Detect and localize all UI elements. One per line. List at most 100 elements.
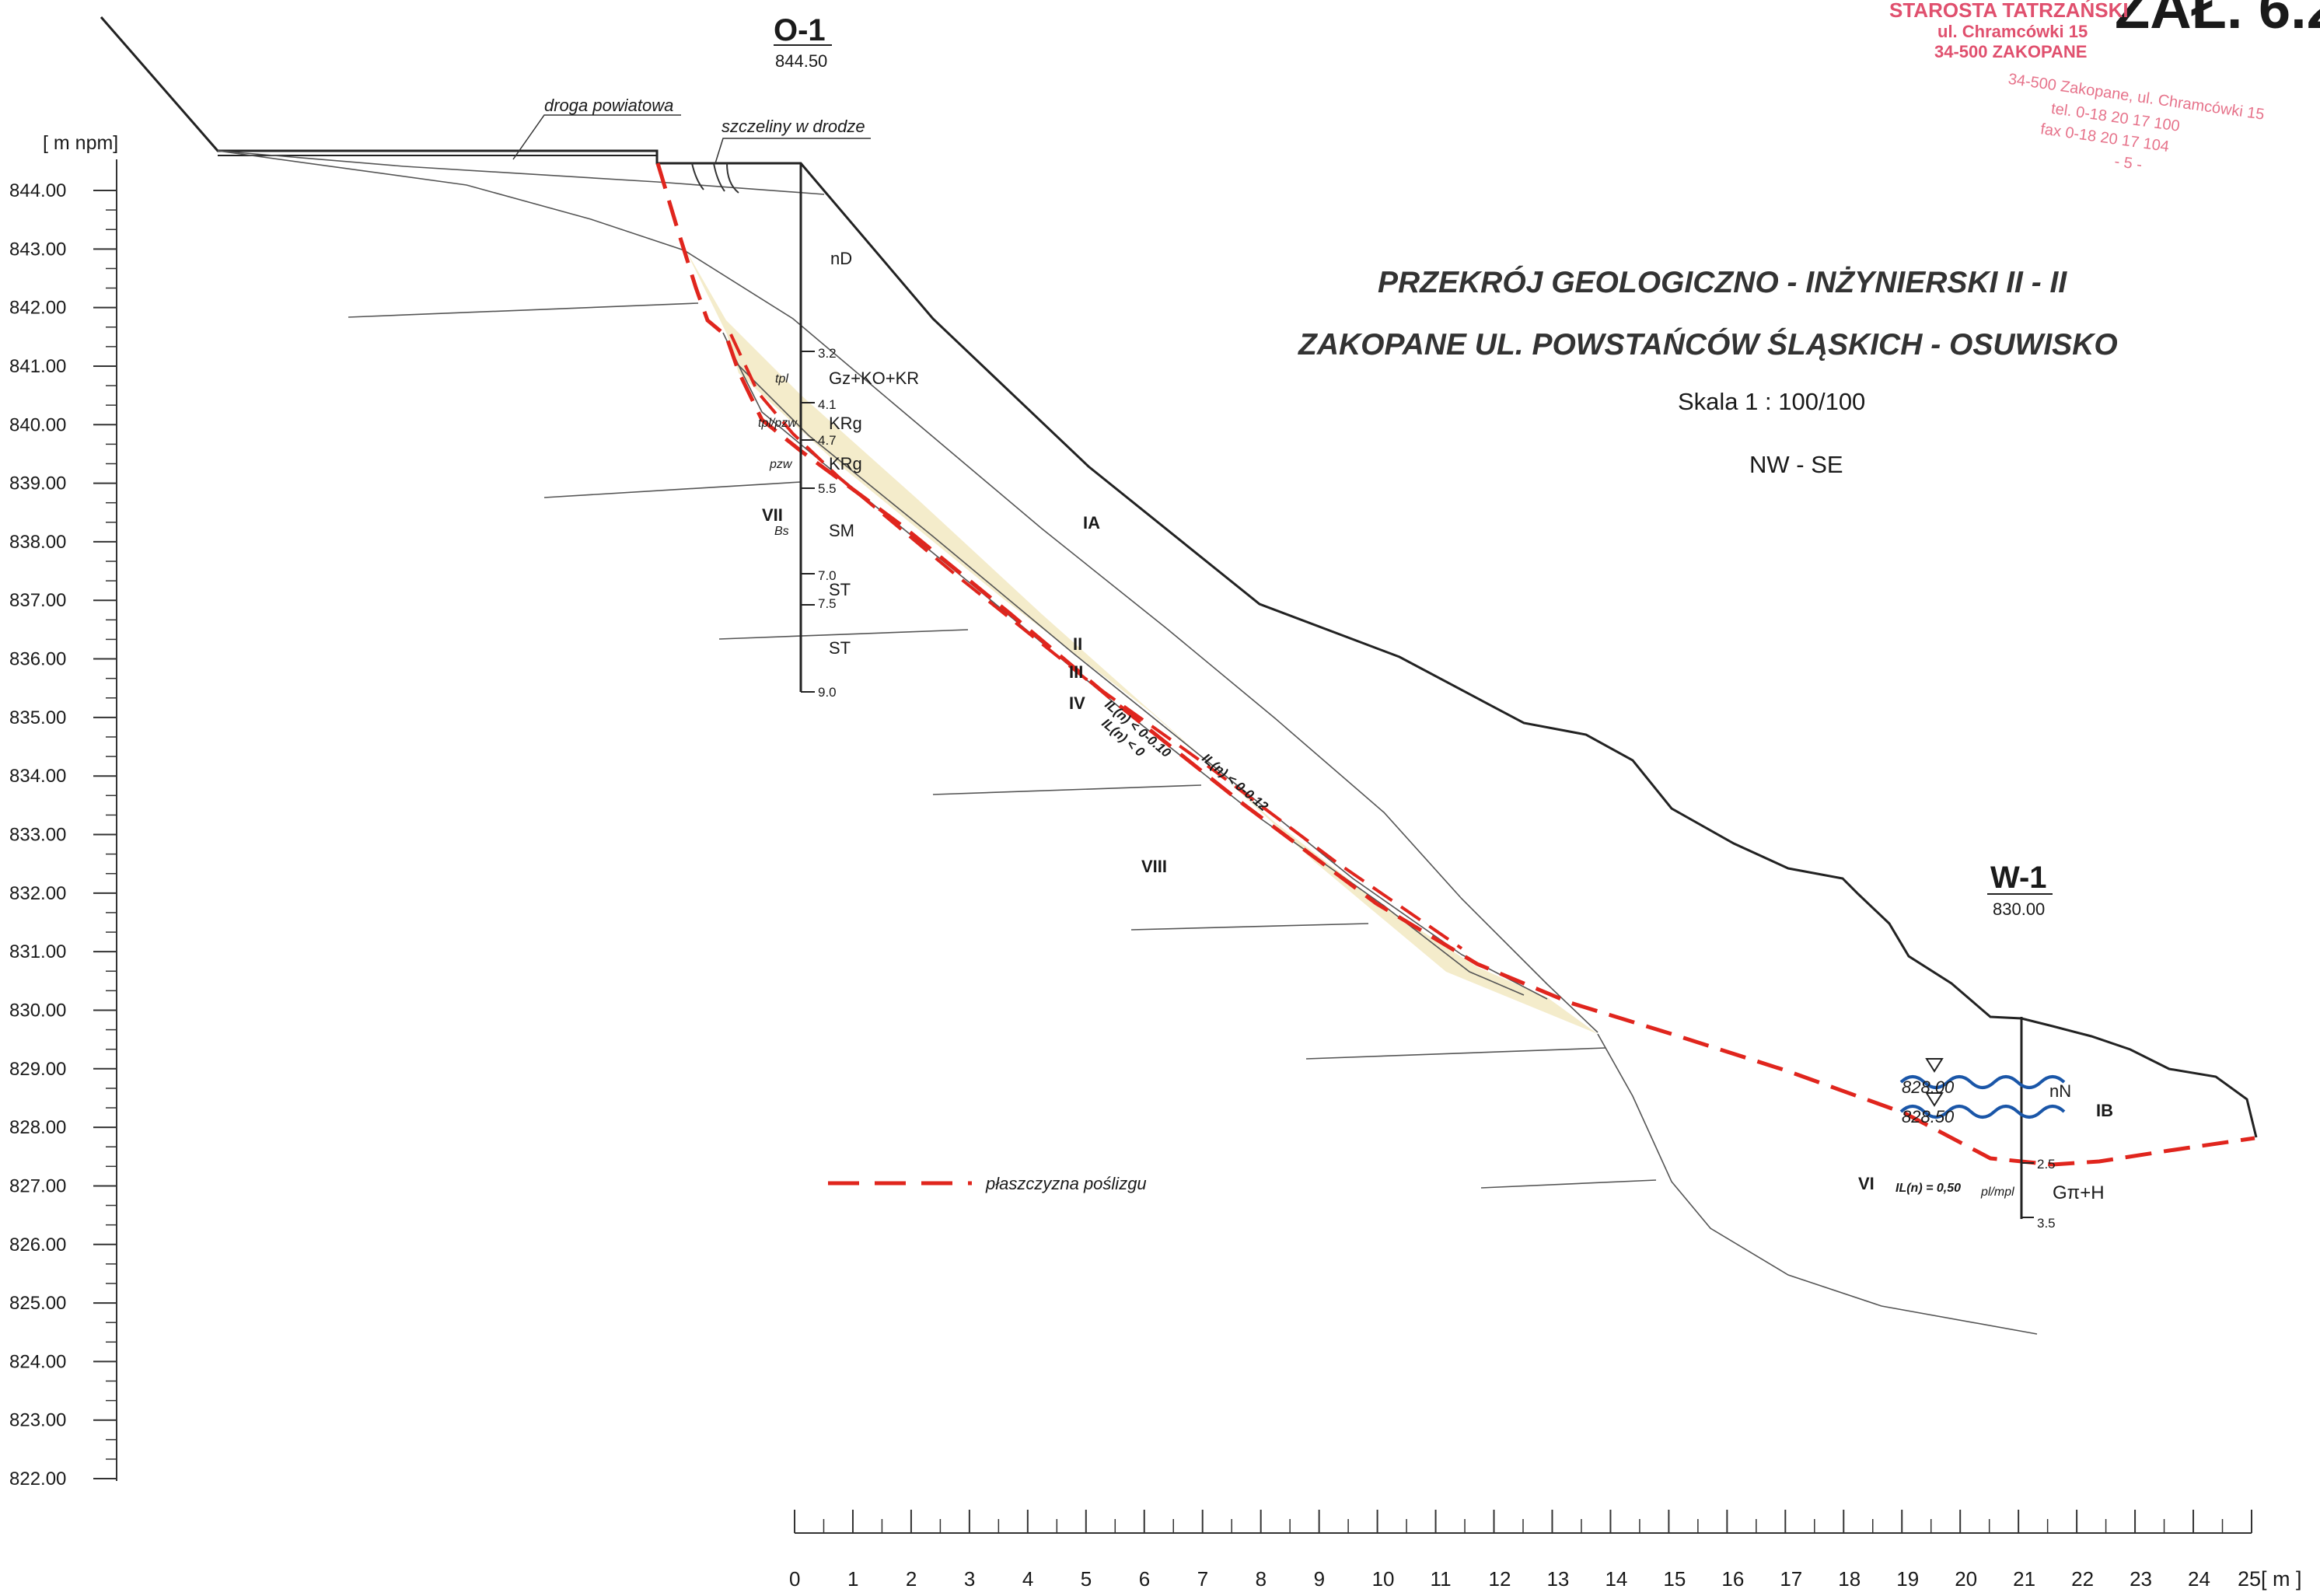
layer-ii: II bbox=[1073, 634, 1082, 654]
water-level-2: 828.50 bbox=[1902, 1107, 1955, 1126]
layer-vii: VII bbox=[762, 505, 783, 525]
y-tick-label: 834.00 bbox=[9, 766, 66, 787]
layer-viii: VIII bbox=[1141, 857, 1167, 876]
x-tick-label: 17 bbox=[1780, 1567, 1802, 1591]
w1-depth-2-5: 2.5 bbox=[2037, 1157, 2056, 1172]
x-tick-label: 16 bbox=[1721, 1567, 1744, 1591]
title-line-2: ZAKOPANE UL. POWSTAŃCÓW ŚLĄSKICH - OSUWI… bbox=[1298, 327, 2118, 361]
y-tick-label: 825.00 bbox=[9, 1293, 66, 1314]
y-tick-label: 823.00 bbox=[9, 1410, 66, 1431]
o1-name: O-1 bbox=[774, 13, 826, 47]
water-level-symbols bbox=[1899, 1075, 2066, 1119]
x-tick-label: 8 bbox=[1256, 1567, 1267, 1591]
layer-ib: IB bbox=[2096, 1101, 2113, 1120]
water-level-1: 828.00 bbox=[1902, 1077, 1955, 1097]
depth-4-1: 4.1 bbox=[818, 397, 837, 412]
borehole-o1: O-1 844.50 3.2 4.1 4.7 5.5 7.0 7.5 9.0 n… bbox=[758, 13, 919, 700]
w1-elevation: 830.00 bbox=[1993, 899, 2045, 919]
y-axis-unit: [ m npm] bbox=[43, 132, 118, 154]
x-tick-label: 4 bbox=[1022, 1567, 1033, 1591]
layer-ia: IA bbox=[1083, 513, 1100, 533]
x-tick-label: 18 bbox=[1838, 1567, 1861, 1591]
road-cracks bbox=[691, 162, 739, 194]
o1-elevation: 844.50 bbox=[775, 51, 827, 71]
stamp-line-7: - 5 - bbox=[2113, 153, 2143, 174]
strat-tpl: tpl bbox=[775, 372, 788, 386]
soil-gph: Gπ+H bbox=[2053, 1182, 2105, 1203]
x-tick-label: 1 bbox=[847, 1567, 858, 1591]
x-tick-label: 2 bbox=[906, 1567, 917, 1591]
stamp-line-2: ul. Chramcówki 15 bbox=[1937, 22, 2088, 41]
soil-nN: nN bbox=[2049, 1081, 2071, 1101]
orientation-text: NW - SE bbox=[1749, 451, 1843, 478]
il-index-4: IL(n) = 0,50 bbox=[1895, 1182, 1961, 1195]
y-tick-label: 837.00 bbox=[9, 590, 66, 611]
borehole-w1: W-1 830.00 2.5 3.5 nN IB VI IL(n) = 0,50… bbox=[1858, 861, 2113, 1231]
x-tick-label: 20 bbox=[1955, 1567, 1977, 1591]
soil-nD: nD bbox=[830, 249, 852, 268]
depth-4-7: 4.7 bbox=[818, 433, 837, 448]
x-tick-label: 9 bbox=[1314, 1567, 1325, 1591]
layer-iv: IV bbox=[1069, 693, 1085, 713]
stamp-line-1: STAROSTA TATRZAŃSKI bbox=[1889, 0, 2129, 22]
layer-vi: VI bbox=[1858, 1174, 1875, 1193]
scale-text: Skala 1 : 100/100 bbox=[1678, 388, 1865, 415]
water-level-triangles bbox=[1925, 1058, 1944, 1107]
title-line-1: PRZEKRÓJ GEOLOGICZNO - INŻYNIERSKI II - … bbox=[1378, 265, 2067, 299]
road-label: droga powiatowa bbox=[544, 96, 673, 115]
landslide-body-fill bbox=[684, 247, 1598, 1034]
soil-st-1: ST bbox=[829, 580, 851, 599]
layer-iii: III bbox=[1069, 662, 1083, 682]
soil-st-2: ST bbox=[829, 638, 851, 658]
ground-surface bbox=[100, 16, 2258, 1138]
depth-7-5: 7.5 bbox=[818, 596, 837, 611]
y-tick-label: 826.00 bbox=[9, 1235, 66, 1255]
x-tick-label: 10 bbox=[1372, 1567, 1395, 1591]
y-tick-label: 824.00 bbox=[9, 1351, 66, 1372]
x-tick-label: 19 bbox=[1896, 1567, 1919, 1591]
il-index-3: IL(n) < 0-0.12 bbox=[1199, 751, 1271, 815]
x-tick-label: 24 bbox=[2188, 1567, 2210, 1591]
y-tick-label: 844.00 bbox=[9, 180, 66, 201]
y-axis-ticks: 844.00843.00842.00841.00840.00839.00838.… bbox=[9, 180, 117, 1489]
y-tick-label: 831.00 bbox=[9, 941, 66, 962]
y-tick-label: 840.00 bbox=[9, 414, 66, 435]
x-tick-label: 12 bbox=[1489, 1567, 1511, 1591]
depth-3-2: 3.2 bbox=[818, 346, 837, 361]
soil-krg-2: KRg bbox=[829, 454, 862, 473]
soil-gz-ko-kr: Gz+KO+KR bbox=[829, 368, 919, 388]
x-tick-label: 21 bbox=[2013, 1567, 2035, 1591]
y-tick-label: 839.00 bbox=[9, 473, 66, 494]
x-tick-label: 14 bbox=[1605, 1567, 1627, 1591]
strat-pl-mpl: pl/mpl bbox=[1980, 1186, 2014, 1199]
attachment-number: ZAŁ. 6.2 bbox=[2115, 0, 2320, 40]
y-tick-label: 832.00 bbox=[9, 883, 66, 904]
stamp-line-3: 34-500 ZAKOPANE bbox=[1934, 42, 2087, 61]
strat-pzw: pzw bbox=[769, 458, 793, 471]
y-tick-label: 830.00 bbox=[9, 1000, 66, 1021]
soil-sm: SM bbox=[829, 521, 854, 540]
strat-tpl-pzw: tpl/pzw bbox=[758, 417, 798, 430]
y-tick-label: 827.00 bbox=[9, 1175, 66, 1196]
depth-5-5: 5.5 bbox=[818, 481, 837, 496]
y-tick-label: 841.00 bbox=[9, 356, 66, 377]
depth-9-0: 9.0 bbox=[818, 685, 837, 700]
cracks-label: szczeliny w drodze bbox=[722, 117, 865, 136]
depth-7-0: 7.0 bbox=[818, 568, 837, 583]
y-tick-label: 836.00 bbox=[9, 649, 66, 670]
x-tick-label: 23 bbox=[2130, 1567, 2152, 1591]
slip-plane-upper-line bbox=[729, 334, 1463, 950]
y-tick-label: 833.00 bbox=[9, 825, 66, 846]
x-tick-label: 5 bbox=[1081, 1567, 1092, 1591]
soil-krg-1: KRg bbox=[829, 414, 862, 433]
x-tick-label: 6 bbox=[1139, 1567, 1150, 1591]
label-leaders bbox=[512, 114, 871, 164]
y-tick-label: 828.00 bbox=[9, 1117, 66, 1138]
w1-depth-3-5: 3.5 bbox=[2037, 1216, 2056, 1231]
x-tick-label: 7 bbox=[1197, 1567, 1208, 1591]
legend-slip-plane-label: płaszczyzna poślizgu bbox=[985, 1174, 1147, 1193]
x-tick-label: 3 bbox=[964, 1567, 975, 1591]
x-tick-label: 15 bbox=[1663, 1567, 1686, 1591]
strat-bs: Bs bbox=[774, 525, 789, 538]
